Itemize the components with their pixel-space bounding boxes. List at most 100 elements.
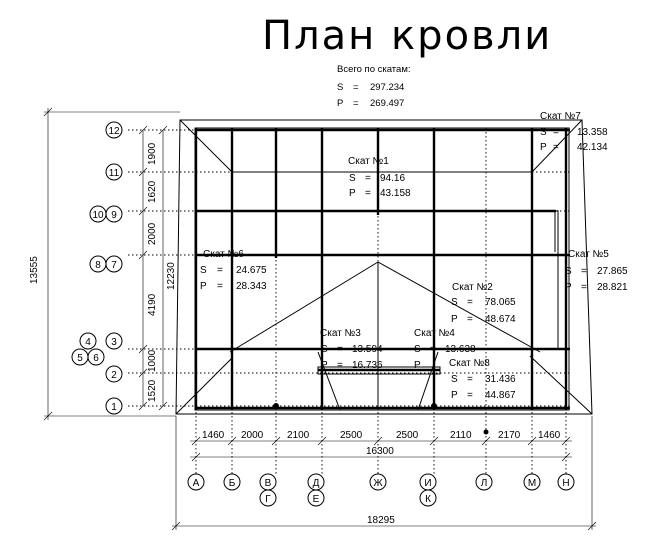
axis-label-zh: Ж xyxy=(373,478,383,489)
slope-1-p: 43.158 xyxy=(380,188,411,199)
axis-label-11: 11 xyxy=(109,168,120,179)
slope-7-s-eq: = xyxy=(553,127,559,138)
axis-label-12: 12 xyxy=(108,126,120,137)
dim-tick xyxy=(191,452,201,462)
dim-tick xyxy=(138,401,148,411)
axis-bubble-m xyxy=(523,473,541,491)
axis-label-e: Е xyxy=(313,494,320,505)
slope-4-s-label: S xyxy=(414,344,421,355)
slope-6-s-eq: = xyxy=(217,265,223,276)
slope-3-s-eq: = xyxy=(337,344,343,355)
slope-5-s: 27.865 xyxy=(597,266,628,277)
slope-6-p: 28.343 xyxy=(236,281,267,292)
column-marker xyxy=(273,403,279,409)
axis-bubble-a xyxy=(187,473,205,491)
beams xyxy=(194,128,570,410)
hip-line xyxy=(531,119,583,173)
dim-tick xyxy=(43,411,53,421)
axis-label-n: Н xyxy=(562,478,569,489)
dim-tick xyxy=(138,344,148,354)
slope-2-p: 48.674 xyxy=(485,314,516,325)
slope-5-s-label: S xyxy=(565,266,572,277)
dim-h-3: 2100 xyxy=(287,430,310,441)
axis-bubble-2 xyxy=(105,365,123,383)
dim-total-vertical: 13555 xyxy=(29,256,40,284)
slope-2-s: 78.065 xyxy=(485,297,516,308)
axis-bubble-1 xyxy=(105,397,123,415)
dim-tick xyxy=(317,436,327,446)
slope-4-s-eq: = xyxy=(430,344,436,355)
total-s-eq: = xyxy=(353,82,359,93)
slope-2-s-eq: = xyxy=(467,297,473,308)
slope-3-name: Скат №3 xyxy=(320,328,361,339)
total-label: Всего по скатам: xyxy=(337,64,411,75)
horizontal-dimensions: 1460 2000 2100 2500 2500 2110 2170 1460 … xyxy=(171,416,597,531)
dim-tick xyxy=(481,436,491,446)
axis-bubble-6 xyxy=(87,348,105,366)
axis-bubble-k xyxy=(419,489,437,507)
axis-bubble-7 xyxy=(105,255,123,273)
dim-tick xyxy=(227,436,237,446)
dim-total-h: 16300 xyxy=(366,446,394,457)
slope-1-s-eq: = xyxy=(365,173,371,184)
axis-bubble-e xyxy=(307,489,325,507)
slope-7-s-label: S xyxy=(540,127,547,138)
dim-tick xyxy=(191,436,201,446)
slope-6-p-label: P xyxy=(200,281,207,292)
dim-h-6: 2110 xyxy=(450,430,472,441)
dim-v-4: 4190 xyxy=(147,293,158,316)
dim-tick xyxy=(138,167,148,177)
slope-6-s: 24.675 xyxy=(236,265,267,276)
slope-3-p-eq: = xyxy=(337,360,343,371)
axis-bubble-11 xyxy=(105,163,123,181)
dim-tick xyxy=(271,436,281,446)
slope-5-p-eq: = xyxy=(581,282,587,293)
slope-1-s: 94.16 xyxy=(380,173,405,184)
dim-h-8: 1460 xyxy=(538,430,561,441)
total-s-value: 297.234 xyxy=(370,82,404,93)
axis-label-b: Б xyxy=(229,478,236,489)
axis-label-k: К xyxy=(425,494,431,505)
slope-7-name: Скат №7 xyxy=(540,111,581,122)
column-marker xyxy=(431,403,437,409)
gable-edge xyxy=(229,261,379,353)
slope-2-p-eq: = xyxy=(467,314,473,325)
column-marker xyxy=(483,429,489,435)
slope-8-p: 44.867 xyxy=(485,390,516,401)
axis-label-8: 8 xyxy=(95,260,101,271)
slope-4-name: Скат №4 xyxy=(414,328,455,339)
axis-label-4: 4 xyxy=(85,337,91,348)
axis-bubble-n xyxy=(557,473,575,491)
dim-h-5: 2500 xyxy=(396,430,419,441)
axis-label-9: 9 xyxy=(111,210,117,221)
dim-tick xyxy=(43,107,53,117)
slope-2-s-label: S xyxy=(451,297,458,308)
axis-bubbles-numbers: 12 11 10 9 8 7 4 3 5 6 2 1 xyxy=(71,121,123,415)
axis-label-a: А xyxy=(193,478,200,489)
dim-h-4: 2500 xyxy=(340,430,363,441)
axis-label-6: 6 xyxy=(93,353,99,364)
slope-7-p: 42.134 xyxy=(577,142,608,153)
axis-label-v: В xyxy=(265,478,272,489)
axis-label-d: Д xyxy=(313,478,320,489)
slope-3-s-label: S xyxy=(321,344,328,355)
axis-bubble-12 xyxy=(105,121,123,139)
total-p-label: P xyxy=(337,98,343,109)
dim-tick xyxy=(171,521,181,531)
slope-8-s-eq: = xyxy=(467,374,473,385)
slope-7-p-eq: = xyxy=(553,142,559,153)
axis-label-7: 7 xyxy=(111,260,117,271)
column-markers xyxy=(273,403,489,435)
slope-5-name: Скат №5 xyxy=(568,249,609,260)
axis-bubble-zh xyxy=(369,473,387,491)
slope-8-name: Скат №8 xyxy=(449,358,490,369)
axis-label-l: Л xyxy=(481,478,488,489)
dim-v-2: 1620 xyxy=(147,180,158,203)
dim-tick xyxy=(138,206,148,216)
slope-6-name: Скат №6 xyxy=(203,249,244,260)
dim-tick xyxy=(158,125,168,135)
slope-4-s: 13.638 xyxy=(445,344,476,355)
slope-8-s: 31.436 xyxy=(485,374,516,385)
total-p-eq: = xyxy=(353,98,359,109)
slope-3-p-label: P xyxy=(321,360,328,371)
